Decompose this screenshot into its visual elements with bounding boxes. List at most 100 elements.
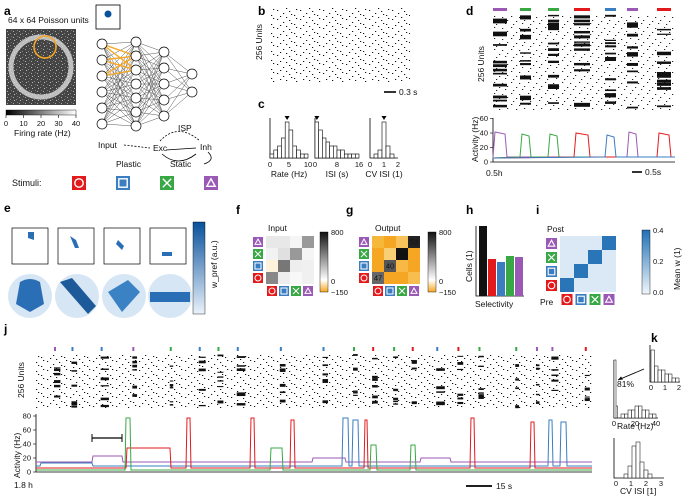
k-rate-bar	[652, 413, 657, 419]
matrix-cell	[372, 260, 384, 272]
matrix-cell	[278, 260, 290, 272]
raster-block	[236, 403, 246, 406]
bar-h-cross	[506, 256, 514, 296]
raster-block	[457, 355, 464, 357]
raster-block	[169, 380, 174, 382]
hist-xlabel: ISI (s)	[326, 169, 349, 179]
k-cv-bar	[647, 473, 653, 479]
raster-block	[574, 15, 590, 19]
weight-colorbar-ticks: 0.40.20.0	[653, 226, 663, 297]
legend-static: Static	[170, 159, 192, 169]
raster-block	[71, 384, 78, 387]
neuron-node	[130, 78, 142, 90]
panel-h-label: h	[466, 203, 473, 217]
matrix-cell	[290, 260, 302, 272]
raster-block	[372, 375, 378, 379]
raster-block	[627, 106, 638, 109]
raster-block	[236, 392, 246, 394]
raster-block	[627, 22, 638, 25]
triangle-icon	[303, 286, 313, 296]
raster-block	[627, 81, 638, 84]
stim-tick	[478, 347, 481, 351]
wpref-label: w_pref (a.u.)	[209, 240, 219, 289]
raster-block	[574, 23, 590, 26]
raster-block	[657, 82, 671, 86]
hist-bar	[322, 137, 327, 159]
hist-bar	[284, 121, 290, 159]
hist-bar	[336, 149, 341, 159]
stim-tick	[436, 347, 439, 351]
hist-tick: 2	[396, 160, 400, 169]
panel-j-ylabel: 256 Units	[16, 362, 26, 398]
firing-rate-colorbar	[5, 109, 77, 116]
cross-icon	[160, 176, 174, 190]
raster-block	[548, 19, 559, 23]
k-cv-bar	[639, 461, 645, 479]
raster-block	[457, 397, 464, 400]
weight-matrix	[546, 236, 616, 305]
weight-cell	[574, 236, 588, 250]
weight-cell	[602, 278, 616, 292]
k-arrow	[617, 368, 645, 381]
raster-block	[279, 399, 286, 403]
raster-block	[478, 396, 484, 399]
raster-block	[279, 364, 286, 367]
input-rate-image	[6, 29, 76, 105]
activity-line-blue	[36, 417, 592, 467]
raster-block	[132, 369, 138, 371]
raster-block	[515, 364, 520, 367]
raster-block	[520, 16, 531, 20]
tick-j: 40	[23, 440, 31, 449]
matrix-cell	[266, 272, 278, 284]
k-rate-bar	[638, 405, 643, 419]
weight-cell	[588, 278, 602, 292]
raster-block	[322, 373, 329, 376]
raster-block	[493, 44, 507, 46]
raster-block	[493, 99, 507, 102]
raster-block	[198, 368, 206, 371]
k-rate-bar	[627, 409, 632, 419]
raster-block	[605, 52, 616, 55]
raster-block	[657, 75, 671, 78]
raster-block	[54, 368, 61, 372]
arrow-isp	[159, 131, 201, 142]
raster-block	[457, 362, 464, 365]
neuron-node	[130, 50, 142, 62]
raster-block	[627, 70, 638, 73]
raster-block	[478, 394, 484, 397]
square-icon	[546, 266, 557, 277]
neuron-node	[158, 78, 170, 90]
raster-block	[574, 19, 590, 23]
raster-d-blocks	[493, 14, 671, 109]
raster-block	[236, 356, 246, 358]
raster-block	[493, 64, 507, 68]
matrix-cell	[302, 260, 314, 272]
arrow-inh-exc	[161, 153, 197, 162]
panel-j-start: 1.8 h	[14, 480, 33, 490]
stim-tick	[353, 347, 356, 351]
cross-icon	[589, 294, 601, 305]
stimulus-box	[95, 4, 121, 30]
raster-block	[54, 384, 61, 388]
hist-bar	[292, 145, 297, 159]
weight-cell	[588, 250, 602, 264]
raster-block	[605, 58, 616, 62]
raster-block	[457, 401, 464, 405]
k-inset-bar	[657, 369, 662, 383]
colorbar-tick: 0	[331, 277, 335, 286]
raster-block	[411, 361, 417, 364]
raster-block	[217, 380, 224, 382]
raster-d	[493, 14, 675, 110]
hist-bar	[273, 149, 278, 159]
raster-block	[627, 54, 638, 57]
raster-block	[100, 385, 109, 387]
raster-b	[270, 8, 410, 82]
hist-bar	[314, 121, 319, 159]
circle-icon	[546, 280, 557, 291]
hist-tick: 10	[304, 160, 312, 169]
raster-block	[520, 95, 531, 99]
raster-block	[605, 89, 616, 92]
hist-xlabel: Rate (Hz)	[271, 169, 308, 179]
input-colorbar	[319, 231, 329, 293]
